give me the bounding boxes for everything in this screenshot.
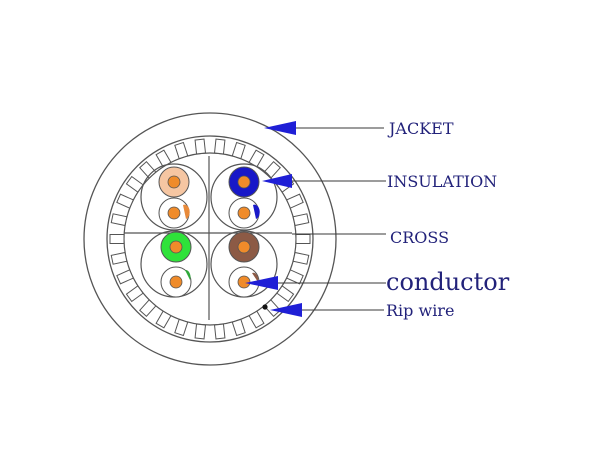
wire-brown-stripe-conductor [237, 275, 251, 289]
label-rip-wire: Rip wire [386, 301, 454, 320]
wire-green-stripe-conductor [169, 275, 183, 289]
shield-notch [286, 193, 304, 209]
shield-notch [276, 285, 295, 303]
label-cross: CROSS [390, 228, 449, 247]
jacket-arrow-icon [264, 121, 296, 135]
pair-blue [210, 163, 278, 231]
shield-notch [174, 318, 189, 337]
pair-orange-outline [140, 163, 208, 231]
shield-notch [116, 269, 134, 285]
shield-notch [231, 318, 246, 337]
shield-notch [213, 323, 226, 340]
shield-ring [109, 138, 311, 340]
conductor-arrow-icon [245, 276, 278, 290]
shield-notch [292, 251, 310, 265]
wire-brown-solid-conductor [237, 240, 251, 254]
label-conductor: conductor [386, 268, 510, 296]
shield-notch [231, 141, 246, 160]
pair-blue-outline [210, 163, 278, 231]
insulation-arrow-icon [262, 174, 292, 188]
shield-notch [109, 234, 125, 244]
callout-insulation [262, 174, 386, 188]
shield-notch [263, 299, 281, 318]
shield-notch [110, 213, 128, 227]
wire-green-solid-conductor [169, 240, 183, 254]
shield-notch [194, 323, 207, 340]
wire-blue-solid-conductor [237, 175, 251, 189]
jacket-inner-circle [106, 135, 314, 343]
shield-notch [125, 175, 144, 193]
shield-notch [263, 160, 281, 179]
wire-orange-stripe-mark [183, 204, 190, 219]
shield-notch [116, 193, 134, 209]
shield-notch [292, 213, 310, 227]
shield-notch [295, 234, 311, 244]
label-insulation: INSULATION [387, 172, 497, 191]
shield-notch [125, 285, 144, 303]
wire-orange-stripe-conductor [167, 206, 181, 220]
shield-notch [248, 310, 265, 329]
shield-notch [155, 310, 172, 329]
label-jacket: JACKET [387, 119, 454, 138]
shield-notch [248, 149, 265, 168]
shield-notch [174, 141, 189, 160]
pair-brown [210, 230, 278, 298]
shield-notch [139, 160, 157, 179]
wire-green-stripe-mark [185, 269, 191, 280]
wire-blue-stripe-mark [253, 204, 260, 219]
shield-notch [286, 269, 304, 285]
jacket-outer-circle [83, 112, 337, 366]
shield-inner-circle [123, 152, 297, 326]
rip-wire-arrow-icon [270, 303, 302, 317]
callout-rip-wire [270, 303, 384, 317]
callout-jacket [264, 121, 384, 135]
pair-orange [140, 163, 208, 231]
wire-orange-solid-conductor [167, 175, 181, 189]
shield-notch [110, 251, 128, 265]
rip-wire-dot [262, 304, 268, 310]
wire-blue-stripe-conductor [237, 206, 251, 220]
shield-notch [213, 138, 226, 155]
callout-conductor [245, 276, 386, 290]
cross-separator [124, 156, 292, 320]
shield-notch [194, 138, 207, 155]
wire-brown-stripe-mark [252, 272, 259, 282]
shield-notch [139, 299, 157, 318]
pair-green [140, 230, 208, 298]
